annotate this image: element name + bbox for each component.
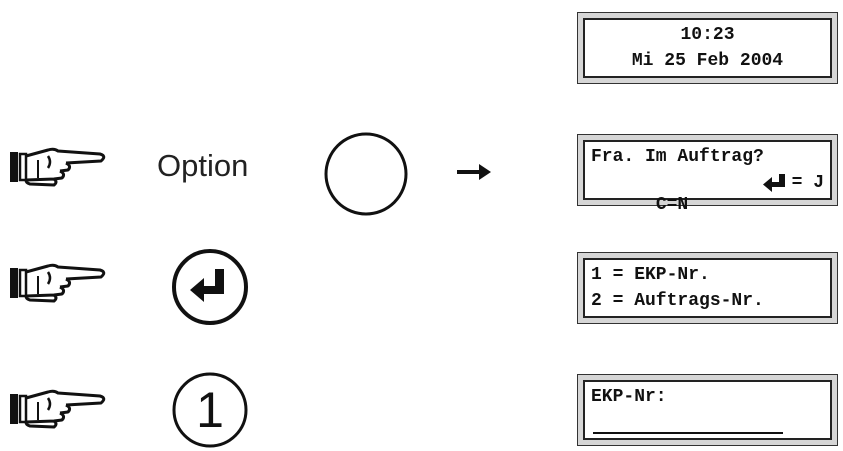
display-confirm-hint: = J (791, 173, 824, 193)
option-key[interactable] (322, 130, 410, 218)
pointing-hand-icon (8, 147, 106, 187)
display-option-2: 2 = Auftrags-Nr. (591, 291, 764, 311)
pointing-hand-icon (8, 389, 106, 429)
digit-1-label: 1 (196, 382, 224, 438)
display-cancel-hint: C=N (655, 195, 689, 215)
pointing-hand-icon (8, 263, 106, 303)
display-ekp-entry: EKP-Nr: (577, 374, 838, 446)
right-arrow-icon (457, 164, 491, 180)
enter-key[interactable] (170, 247, 250, 327)
display-confirm-order: Fra. Im Auftrag? C=N = J (577, 134, 838, 215)
display-question: Fra. Im Auftrag? (591, 147, 764, 167)
display-date: Mi 25 Feb 2004 (631, 51, 784, 71)
enter-icon (190, 269, 224, 302)
display-time-date: 10:23 Mi 25 Feb 2004 (577, 12, 838, 84)
option-label: Option (157, 148, 249, 183)
display-option-1: 1 = EKP-Nr. (591, 265, 710, 285)
enter-icon (762, 174, 785, 192)
display-time: 10:23 (680, 25, 735, 45)
display-search-menu: 1 = EKP-Nr. 2 = Auftrags-Nr. (577, 252, 838, 324)
display-ekp-prompt: EKP-Nr: (591, 387, 667, 407)
ekp-input-field (593, 432, 783, 434)
digit-1-key[interactable]: 1 (170, 370, 250, 450)
